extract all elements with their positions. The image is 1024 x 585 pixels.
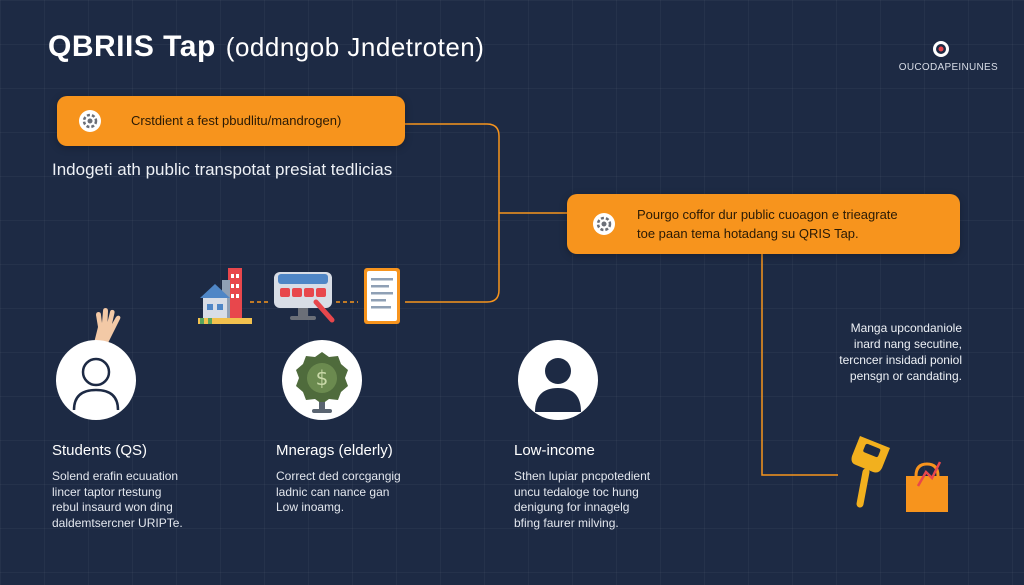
page-title: QBRIIS Tap (oddngob Jndetroten) (48, 30, 484, 64)
connector-line-top (405, 123, 500, 303)
description-line: daldemtsercner URIPTe. (52, 515, 183, 530)
group-title: Low-income (514, 442, 595, 459)
note-line: inard nang secutine, (853, 337, 962, 351)
callout-box-1: Crstdient a fest pbudlitu/mandrogen) (57, 96, 405, 146)
elderly-avatar: $ (282, 340, 362, 420)
shopping-bag-icon (906, 461, 948, 512)
connector-line-right-down (761, 254, 838, 476)
title-sub: (oddngob Jndetroten) (225, 32, 485, 62)
group-description: Correct ded corcgangig ladnic can nance … (276, 469, 496, 516)
gear-icon (593, 213, 615, 235)
callout-2-text: Pourgo coffor dur public cuoagon e triea… (637, 205, 898, 243)
lowincome-avatar (518, 340, 598, 420)
description-line: rebul insaurd won ding (52, 500, 173, 514)
brand-name: OUCODAPEINUNES (898, 62, 998, 73)
group-students: Students (QS) Solend erafin ecuuation li… (52, 340, 272, 531)
section-subtitle: Indogeti ath public transpotat presiat t… (52, 160, 393, 179)
svg-text:$: $ (316, 366, 329, 390)
building-icon (198, 268, 252, 324)
bus-icon (274, 272, 335, 323)
money-badge-icon: $ (296, 352, 348, 413)
description-line: Low inoamg. (276, 500, 345, 514)
callout-1-text: Crstdient a fest pbudlitu/mandrogen) (131, 113, 342, 128)
description-line: Solend erafin ecuuation (52, 469, 179, 483)
group-lowincome: Low-income Sthen lupiar pncpotedient unc… (514, 340, 734, 531)
waving-hand-icon (94, 308, 121, 343)
students-avatar (56, 340, 136, 420)
note-line: pensgn or candating. (849, 369, 962, 383)
group-description: Sthen lupiar pncpotedient uncu tedaloge … (514, 469, 734, 531)
person-silhouette-icon (535, 358, 581, 412)
note-line: Manga upcondaniole (850, 321, 962, 335)
group-description: Solend erafin ecuuation lincer taptor rt… (52, 469, 272, 531)
description-line: denigung for innagelg (514, 500, 630, 514)
group-title: Students (QS) (52, 442, 148, 459)
callout-box-2: Pourgo coffor dur public cuoagon e triea… (567, 194, 960, 254)
callout-2-line-2: toe paan tema hotadang su QRIS Tap. (637, 226, 859, 241)
description-line: bfing faurer milving. (514, 515, 619, 530)
description-line: Correct ded corcgangig (276, 469, 401, 483)
title-main: QBRIIS Tap (48, 30, 216, 63)
group-elderly: $ Mnerags (elderly) Correct ded corcgang… (276, 340, 496, 516)
gear-icon (79, 110, 101, 132)
description-line: lincer taptor rtestung (52, 484, 162, 499)
side-note: Manga upcondaniole inard nang secutine, … (812, 320, 962, 384)
description-line: Sthen lupiar pncpotedient (514, 469, 651, 483)
callout-2-line-1: Pourgo coffor dur public cuoagon e triea… (637, 207, 898, 222)
document-icon (364, 268, 400, 324)
note-line: tercncer insidadi poniol (839, 353, 962, 367)
group-title: Mnerags (elderly) (276, 442, 393, 459)
brand-mark-icon (933, 41, 949, 57)
person-outline-icon (72, 357, 120, 411)
description-line: uncu tedaloge toc hung (514, 484, 639, 499)
description-line: ladnic can nance gan (276, 484, 390, 499)
card-reader-icon (851, 436, 890, 508)
